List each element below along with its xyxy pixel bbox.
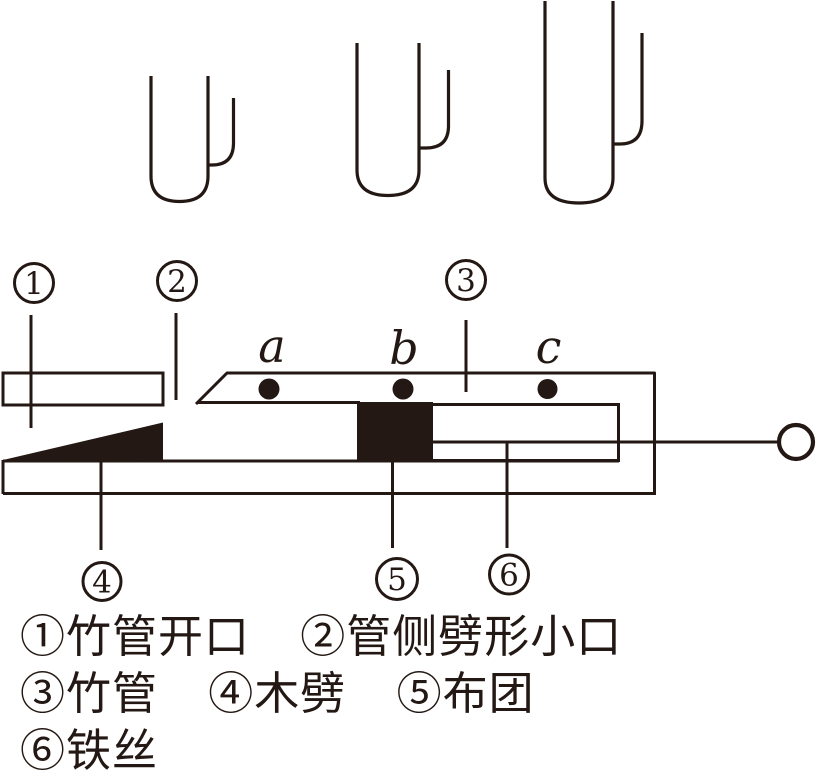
legend-entry: ④木劈 <box>208 666 346 723</box>
large-pipe-outline <box>355 43 421 198</box>
callout-digit-5: 5 <box>387 562 407 598</box>
callout-4: 4 <box>81 461 123 602</box>
pipe-pair-medium <box>355 43 451 198</box>
callout-circle-6 <box>488 553 530 596</box>
pipe-pair-large <box>543 1 644 205</box>
callout-digit-3: 3 <box>456 263 476 299</box>
legend-entry: ①竹管开口 <box>20 609 250 666</box>
legend-entry-number: ⑤ <box>396 669 443 719</box>
finger-hole-c <box>537 379 558 399</box>
legend-entry-label: 竹管 <box>66 669 159 719</box>
small-pipe-outline <box>614 33 644 146</box>
whistle-cross-section <box>1 371 816 495</box>
legend-entry-number: ① <box>20 612 67 662</box>
pipe-pair-small <box>149 76 236 204</box>
mouthpiece-top-wall <box>1 371 165 407</box>
tube-top-wall-and-right-end <box>194 371 656 495</box>
legend-entry-number: ⑥ <box>20 726 67 773</box>
callout-circle-3 <box>445 259 487 301</box>
legend-entry: ②管侧劈形小口 <box>300 609 622 666</box>
callout-5: 5 <box>375 462 419 601</box>
wire-ring-handle <box>776 422 816 462</box>
callout-digit-6: 6 <box>499 558 519 594</box>
large-pipe-outline <box>543 1 615 205</box>
legend-entry-number: ④ <box>208 669 255 719</box>
callout-digit-4: 4 <box>92 565 112 601</box>
callout-6: 6 <box>488 442 530 596</box>
callout-digit-2: 2 <box>167 264 187 300</box>
wooden-wedge <box>3 422 163 461</box>
legend-entry-number: ② <box>300 612 347 662</box>
callout-circle-4 <box>81 561 123 602</box>
legend-row-1: ①竹管开口 ②管侧劈形小口 <box>20 609 622 666</box>
callout-3: 3 <box>445 259 487 392</box>
large-pipe-outline <box>149 76 210 204</box>
hole-label-b: b <box>389 321 418 375</box>
callouts: 1 2 3 4 5 <box>13 259 530 602</box>
callout-2: 2 <box>156 260 198 400</box>
small-pipe-outline <box>208 98 236 167</box>
callout-1: 1 <box>13 262 55 428</box>
callout-digit-1: 1 <box>24 266 44 302</box>
legend-row-3: ⑥铁丝 <box>20 723 622 773</box>
legend-entry: ⑥铁丝 <box>20 723 158 773</box>
legend-entry-number: ③ <box>20 669 67 719</box>
small-pipe-outline <box>420 70 451 150</box>
legend-entry-label: 竹管开口 <box>66 612 251 662</box>
legend-entry-label: 木劈 <box>254 669 347 719</box>
finger-hole-b <box>392 378 414 400</box>
hole-letters: a b c <box>258 319 561 375</box>
finger-hole-a <box>258 378 280 400</box>
legend-entry: ③竹管 <box>20 666 158 723</box>
pipe-figures <box>149 1 644 205</box>
legend-entry-label: 铁丝 <box>66 726 159 773</box>
legend-entry-label: 布团 <box>442 669 535 719</box>
callout-circle-2 <box>156 260 198 302</box>
callout-circle-5 <box>375 557 419 601</box>
hole-label-c: c <box>536 320 562 374</box>
callout-circle-1 <box>13 262 55 304</box>
cloth-plug <box>357 402 433 462</box>
legend-entry-label: 管侧劈形小口 <box>346 612 623 662</box>
legend-row-2: ③竹管 ④木劈 ⑤布团 <box>20 666 622 723</box>
hole-label-a: a <box>258 319 285 373</box>
legend: ①竹管开口 ②管侧劈形小口 ③竹管 ④木劈 ⑤布团 ⑥铁丝 <box>20 609 622 773</box>
inner-bore-outline <box>433 403 620 462</box>
legend-entry: ⑤布团 <box>397 666 535 723</box>
